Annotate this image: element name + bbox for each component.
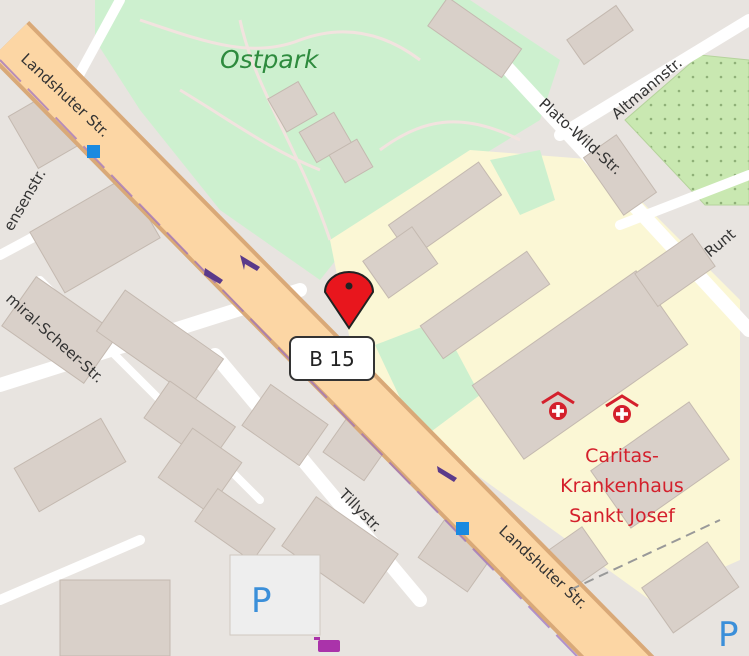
tram-stop-icon-2[interactable]	[456, 522, 469, 535]
hospital-label-line2: Krankenhaus	[560, 475, 684, 497]
railway-track	[569, 519, 721, 591]
road-shield-label: B 15	[309, 347, 355, 371]
park-paths	[139, 18, 521, 241]
parking-area	[229, 554, 321, 636]
parking-icon[interactable]: P	[251, 581, 272, 621]
hospital-label-line3: Sankt Josef	[569, 505, 676, 527]
tram-stop-icon[interactable]	[87, 145, 100, 158]
hospital-icon-2[interactable]	[605, 394, 639, 423]
park-label-ostpark: Ostpark	[220, 45, 320, 74]
hospital-label-line1: Caritas-	[585, 445, 659, 467]
road-shield-b15: B 15	[289, 336, 375, 381]
parking-icon-2[interactable]: P	[718, 615, 739, 655]
one-way-arrow-icon	[204, 255, 260, 284]
location-pin-icon[interactable]	[323, 271, 375, 330]
lawn-area-2	[490, 150, 555, 215]
shopping-cart-icon[interactable]	[314, 637, 340, 652]
meadow-area	[624, 54, 749, 206]
one-way-arrow-icon-2	[437, 466, 457, 482]
hospital-icon[interactable]	[541, 391, 575, 420]
